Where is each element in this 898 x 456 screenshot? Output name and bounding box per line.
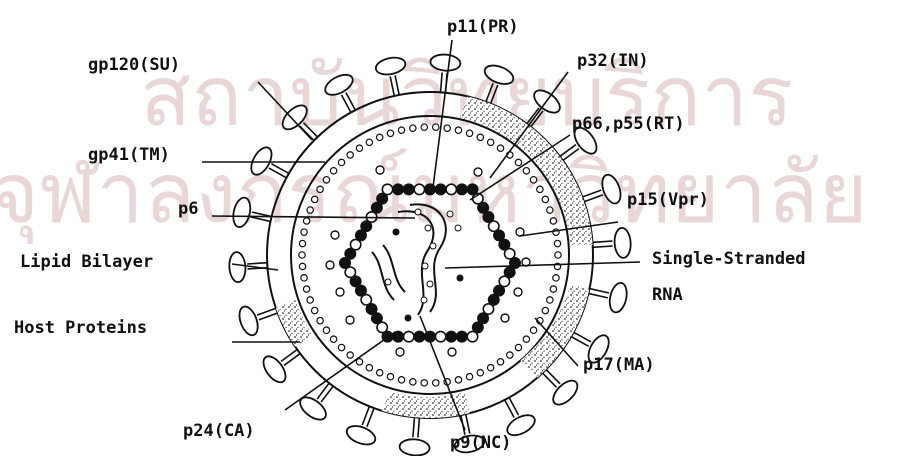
matrix-bead bbox=[366, 139, 372, 145]
matrix-bead bbox=[299, 252, 305, 258]
matrix-bead bbox=[530, 327, 536, 333]
matrix-bead bbox=[299, 263, 305, 269]
spike bbox=[588, 281, 629, 314]
matrix-bead bbox=[515, 344, 521, 350]
matrix-bead bbox=[455, 377, 461, 383]
label-gp120-su: gp120(SU) bbox=[88, 55, 180, 75]
matrix-bead bbox=[323, 177, 329, 183]
capsid-bead bbox=[414, 184, 424, 194]
label-host-proteins: Host Proteins bbox=[14, 318, 147, 338]
matrix-bead bbox=[376, 369, 382, 375]
matrix-bead bbox=[317, 317, 323, 323]
matrix-bead bbox=[547, 297, 553, 303]
matrix-bead bbox=[323, 327, 329, 333]
matrix-bead bbox=[530, 177, 536, 183]
matrix-bead bbox=[311, 196, 317, 202]
matrix-bead bbox=[376, 134, 382, 140]
capsid-bead bbox=[446, 184, 456, 194]
matrix-bead bbox=[523, 336, 529, 342]
matrix-bead bbox=[330, 168, 336, 174]
capsid-bead bbox=[435, 331, 445, 341]
capsid-bead bbox=[382, 184, 392, 194]
spike bbox=[236, 304, 278, 338]
matrix-bead bbox=[317, 186, 323, 192]
matrix-bead bbox=[497, 359, 503, 365]
spike bbox=[344, 406, 378, 448]
matrix-bead bbox=[330, 336, 336, 342]
matrix-bead bbox=[338, 344, 344, 350]
label-rna: RNA bbox=[652, 285, 683, 305]
matrix-bead bbox=[542, 196, 548, 202]
matrix-bead bbox=[542, 307, 548, 313]
matrix-bead bbox=[554, 240, 560, 246]
label-p66-p55-rt: p66,p55(RT) bbox=[572, 114, 685, 134]
matrix-bead bbox=[301, 275, 307, 281]
capsid-bead bbox=[393, 184, 403, 194]
matrix-bead bbox=[307, 207, 313, 213]
capsid-bead bbox=[404, 331, 414, 341]
matrix-bead bbox=[550, 218, 556, 224]
matrix-bead bbox=[387, 130, 393, 136]
spike bbox=[542, 369, 581, 408]
label-p9-nc: p9(NC) bbox=[450, 433, 511, 453]
matrix-bead bbox=[487, 139, 493, 145]
matrix-bead bbox=[550, 286, 556, 292]
matrix-bead bbox=[387, 374, 393, 380]
matrix-bead bbox=[466, 130, 472, 136]
matrix-bead bbox=[523, 168, 529, 174]
label-single-stranded: Single-Stranded bbox=[652, 249, 806, 269]
spike bbox=[259, 350, 300, 387]
spike bbox=[399, 417, 430, 456]
capsid-bead bbox=[446, 331, 456, 341]
matrix-bead bbox=[356, 145, 362, 151]
matrix-bead bbox=[421, 380, 427, 386]
matrix-bead bbox=[307, 297, 313, 303]
label-p24-ca: p24(CA) bbox=[183, 421, 255, 441]
matrix-bead bbox=[487, 365, 493, 371]
matrix-bead bbox=[347, 352, 353, 358]
label-p17-ma: p17(MA) bbox=[583, 355, 655, 375]
matrix-bead bbox=[537, 186, 543, 192]
matrix-bead bbox=[433, 124, 439, 130]
label-gp41-tm: gp41(TM) bbox=[88, 145, 170, 165]
matrix-bead bbox=[303, 218, 309, 224]
label-p32-in: p32(IN) bbox=[577, 51, 649, 71]
label-p6: p6 bbox=[178, 199, 198, 219]
matrix-bead bbox=[410, 379, 416, 385]
capsid-bead bbox=[435, 184, 445, 194]
matrix-bead bbox=[398, 377, 404, 383]
matrix-bead bbox=[421, 124, 427, 130]
matrix-bead bbox=[555, 252, 561, 258]
capsid-bead bbox=[467, 331, 477, 341]
matrix-bead bbox=[303, 286, 309, 292]
matrix-bead bbox=[347, 152, 353, 158]
matrix-bead bbox=[299, 240, 305, 246]
capsid-bead bbox=[457, 331, 467, 341]
matrix-bead bbox=[311, 307, 317, 313]
matrix-bead bbox=[301, 229, 307, 235]
matrix-bead bbox=[466, 374, 472, 380]
matrix-bead bbox=[433, 380, 439, 386]
matrix-bead bbox=[497, 145, 503, 151]
matrix-bead bbox=[398, 127, 404, 133]
matrix-bead bbox=[507, 352, 513, 358]
matrix-bead bbox=[553, 275, 559, 281]
matrix-bead bbox=[515, 159, 521, 165]
label-p15-vpr: p15(Vpr) bbox=[627, 190, 709, 210]
capsid-bead bbox=[404, 184, 414, 194]
matrix-bead bbox=[444, 125, 450, 131]
matrix-bead bbox=[547, 207, 553, 213]
capsid-bead bbox=[414, 331, 424, 341]
matrix-bead bbox=[477, 369, 483, 375]
matrix-bead bbox=[477, 134, 483, 140]
matrix-bead bbox=[366, 365, 372, 371]
matrix-bead bbox=[338, 159, 344, 165]
label-p11-pr: p11(PR) bbox=[447, 17, 519, 37]
label-lipid-bilayer: Lipid Bilayer bbox=[20, 252, 153, 272]
matrix-bead bbox=[455, 127, 461, 133]
matrix-bead bbox=[410, 125, 416, 131]
capsid-bead bbox=[457, 184, 467, 194]
